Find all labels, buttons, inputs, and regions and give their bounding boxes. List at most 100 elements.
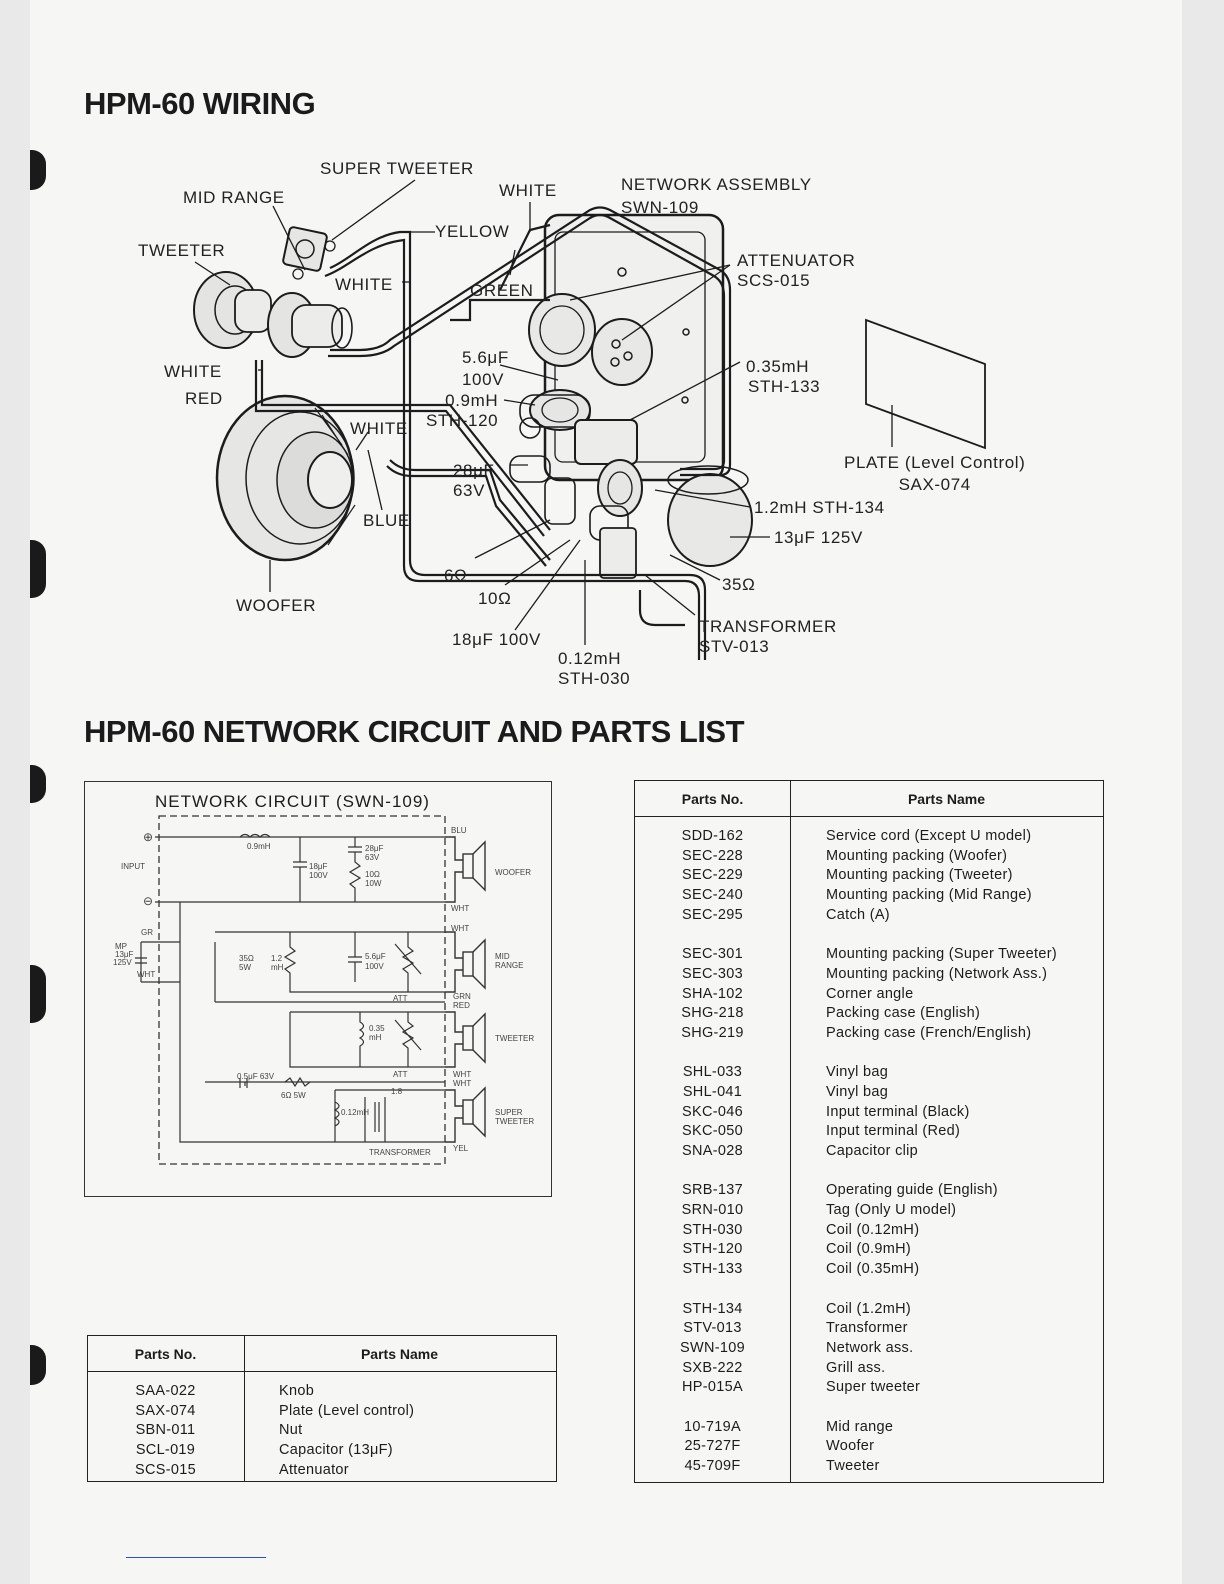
circuit-title: NETWORK CIRCUIT (SWN-109) (155, 792, 430, 811)
binder-mark (30, 540, 46, 598)
circuit-res-10-w: 10W (365, 879, 382, 888)
cap-5-6-voltage: 100V (462, 370, 505, 389)
label-mid-range: MID RANGE (183, 188, 285, 207)
circuit-red: RED (453, 1001, 470, 1010)
part-name: Corner angle (826, 985, 914, 1002)
part-name: Input terminal (Black) (826, 1103, 970, 1120)
part-name: Tweeter (826, 1458, 880, 1474)
circuit-coil-0-9: 0.9mH (247, 842, 271, 851)
circuit-res-35-w: 5W (239, 963, 251, 972)
part-name: Super tweeter (826, 1379, 921, 1396)
header-parts-no: Parts No. (134, 1345, 197, 1362)
part-number: 10-719A (684, 1418, 741, 1435)
level-control-plate (865, 318, 986, 450)
part-name: Coil (1.2mH) (826, 1300, 911, 1317)
label-blue: BLUE (363, 511, 410, 530)
label-transformer: TRANSFORMER STV-013 (699, 617, 837, 657)
footer-rule (126, 1557, 266, 1558)
label-cap-28: 28μF 63V (453, 461, 495, 501)
circuit-att-1: ATT (393, 994, 408, 1003)
part-number: SRB-137 (682, 1182, 743, 1199)
label-res-6: 6Ω (444, 566, 468, 585)
label-coil-0-12: 0.12mH STH-030 (558, 649, 630, 689)
wiring-harness (254, 206, 732, 660)
group-spacer (635, 1280, 1103, 1300)
circuit-wht-2: WHT (451, 924, 470, 933)
part-name: Transformer (826, 1320, 908, 1337)
circuit-mid-range-2: RANGE (495, 961, 524, 970)
plate-name: PLATE (Level Control) (844, 453, 1026, 472)
part-number: SHL-041 (682, 1083, 743, 1100)
table-row: SXB-222 Grill ass. (635, 1359, 1103, 1379)
table-row: SEC-303 Mounting packing (Network Ass.) (635, 965, 1103, 985)
plate-code: SAX-074 (898, 475, 971, 494)
circuit-coil-0-35: 0.35 (369, 1024, 385, 1033)
part-name: Packing case (French/English) (826, 1024, 1032, 1041)
part-name: Mounting packing (Mid Range) (826, 887, 1032, 904)
part-name: Mounting packing (Network Ass.) (826, 965, 1048, 982)
network-title: HPM-60 NETWORK CIRCUIT AND PARTS LIST (84, 714, 745, 749)
label-tweeter: TWEETER (138, 241, 226, 260)
label-woofer: WOOFER (236, 596, 317, 615)
part-name: Mounting packing (Tweeter) (826, 867, 1013, 884)
label-coil-0-35: 0.35mH STH-133 (746, 357, 820, 397)
attenuator (528, 293, 653, 386)
part-name: Grill ass. (826, 1359, 886, 1376)
cap-28-value: 28μF (453, 461, 495, 480)
circuit-plus: ⊕ (143, 830, 154, 844)
label-res-10: 10Ω (478, 589, 512, 608)
coil-0-12-code: STH-030 (558, 669, 631, 688)
tweeter-speaker (193, 271, 272, 349)
header-parts-name: Parts Name (360, 1345, 439, 1362)
table-divider (790, 781, 791, 1482)
super-tweeter-speaker (282, 226, 336, 280)
manual-page: HPM-60 WIRING (30, 0, 1182, 1584)
part-name: Capacitor clip (826, 1143, 919, 1159)
circuit-transformer: TRANSFORMER (369, 1148, 431, 1157)
circuit-super-tweeter-1: SUPER (495, 1108, 523, 1117)
part-number: SEC-295 (682, 906, 743, 923)
part-number: SXB-222 (682, 1359, 743, 1376)
circuit-mid-range-1: MID (495, 952, 510, 961)
part-name: Service cord (Except U model) (826, 828, 1032, 844)
label-attenuator: ATTENUATOR SCS-015 (737, 251, 855, 291)
mid-range-speaker (267, 292, 353, 358)
binder-mark (30, 1345, 46, 1385)
part-number: SAA-022 (135, 1383, 196, 1399)
circuit-wht-4: WHT (453, 1079, 472, 1088)
coil-0-9-value: 0.9mH (445, 391, 499, 410)
part-name: Coil (0.12mH) (826, 1221, 920, 1238)
circuit-coil-0-35-unit: mH (369, 1033, 382, 1042)
label-cap-13: 13μF 125V (774, 528, 863, 547)
circuit-cap-5-6-v: 100V (365, 962, 384, 971)
part-number: SHG-219 (681, 1024, 744, 1041)
label-white-woofer: WHITE (350, 419, 408, 438)
circuit-cap-5-6: 5.6μF (365, 952, 386, 961)
part-number: SDD-162 (681, 828, 744, 844)
circuit-labels: ⊕ INPUT ⊖ 0.9mH 18μF 100V 28μF 63V 10Ω 1… (85, 782, 551, 1196)
part-number: SEC-240 (682, 887, 743, 904)
part-number: SEC-303 (682, 965, 743, 982)
circuit-att-2: ATT (393, 1070, 408, 1079)
label-coil-1-2: 1.2mH STH-134 (754, 498, 885, 517)
circuit-tweeter: TWEETER (495, 1034, 535, 1043)
part-name: Network ass. (826, 1339, 914, 1356)
binder-mark (30, 150, 46, 190)
circuit-yel: YEL (453, 1144, 469, 1153)
part-name: Nut (279, 1422, 303, 1439)
circuit-gr: GR (141, 928, 153, 937)
circuit-res-6: 6Ω 5W (281, 1091, 306, 1100)
